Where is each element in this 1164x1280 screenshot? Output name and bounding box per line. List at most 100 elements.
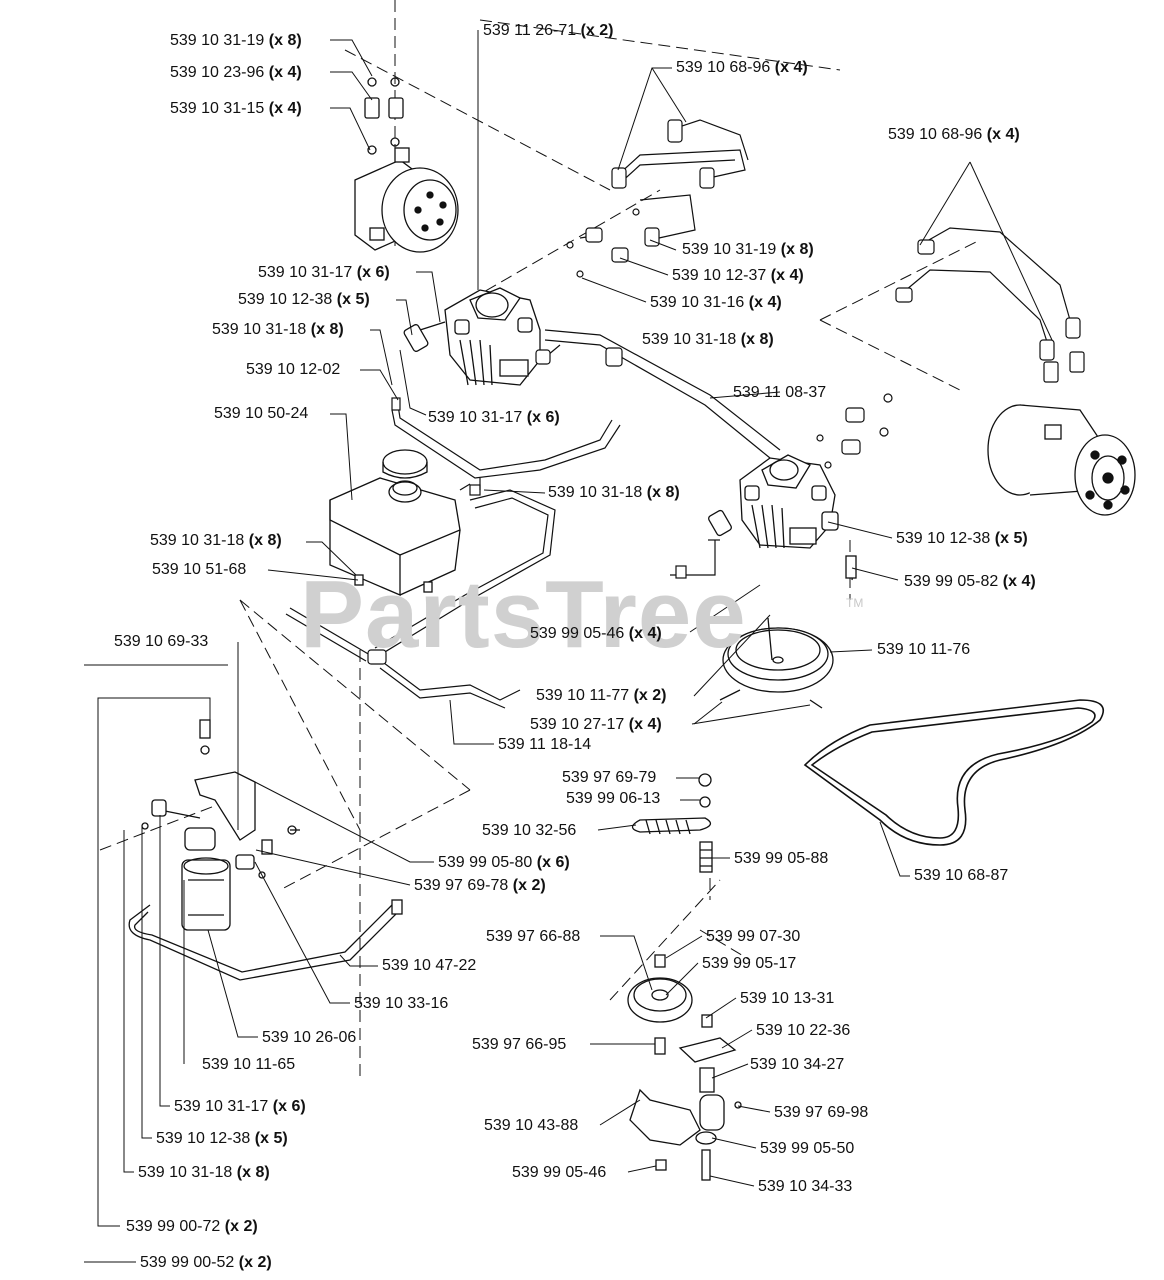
part-number: 539 10 11-77 — [536, 687, 630, 704]
part-quantity: (x 2) — [580, 22, 614, 39]
part-label[interactable]: 539 10 12-02 — [246, 361, 340, 379]
part-label[interactable]: 539 10 31-15 (x 4) — [170, 100, 302, 118]
part-number: 539 10 31-18 — [642, 331, 737, 348]
part-number: 539 97 66-88 — [486, 928, 581, 945]
part-label[interactable]: 539 10 11-76 — [877, 641, 970, 659]
part-number: 539 99 06-13 — [566, 790, 661, 807]
part-label[interactable]: 539 10 22-36 — [756, 1022, 850, 1040]
part-label[interactable]: 539 99 05-88 — [734, 850, 828, 868]
part-number: 539 10 69-33 — [114, 633, 209, 650]
part-number: 539 10 11-65 — [202, 1056, 296, 1073]
part-label[interactable]: 539 10 12-38 (x 5) — [156, 1130, 288, 1148]
part-label[interactable]: 539 10 31-17 (x 6) — [428, 409, 560, 427]
part-label[interactable]: 539 10 31-16 (x 4) — [650, 294, 782, 312]
part-number: 539 10 31-16 — [650, 294, 745, 311]
part-label[interactable]: 539 10 47-22 — [382, 957, 476, 975]
part-quantity: (x 4) — [774, 59, 808, 76]
part-quantity: (x 8) — [780, 241, 814, 258]
part-number: 539 10 50-24 — [214, 405, 309, 422]
part-number: 539 10 27-17 — [530, 716, 625, 733]
part-label[interactable]: 539 10 34-33 — [758, 1178, 852, 1196]
part-label[interactable]: 539 99 05-80 (x 6) — [438, 854, 570, 872]
part-label[interactable]: 539 97 69-98 — [774, 1104, 868, 1122]
part-label[interactable]: 539 10 34-27 — [750, 1056, 844, 1074]
part-label[interactable]: 539 10 31-18 (x 8) — [150, 532, 282, 550]
part-label[interactable]: 539 10 31-19 (x 8) — [170, 32, 302, 50]
part-label[interactable]: 539 10 51-68 — [152, 561, 246, 579]
part-quantity: (x 4) — [770, 267, 804, 284]
part-quantity: (x 5) — [254, 1130, 288, 1147]
part-label[interactable]: 539 10 23-96 (x 4) — [170, 64, 302, 82]
part-label[interactable]: 539 10 50-24 — [214, 405, 308, 423]
part-label[interactable]: 539 11 18-14 — [498, 736, 591, 754]
part-label[interactable]: 539 10 31-17 (x 6) — [174, 1098, 306, 1116]
part-label[interactable]: 539 11 26-71 (x 2) — [483, 22, 613, 40]
part-number: 539 10 31-19 — [170, 32, 265, 49]
part-number: 539 99 05-17 — [702, 955, 797, 972]
part-label[interactable]: 539 99 05-50 — [760, 1140, 854, 1158]
part-label[interactable]: 539 97 69-79 — [562, 769, 656, 787]
part-label[interactable]: 539 10 31-18 (x 8) — [138, 1164, 270, 1182]
part-label[interactable]: 539 10 12-38 (x 5) — [896, 530, 1028, 548]
filter-assembly — [128, 719, 403, 981]
part-label[interactable]: 539 10 11-77 (x 2) — [536, 687, 666, 705]
part-label[interactable]: 539 10 31-17 (x 6) — [258, 264, 390, 282]
hydraulic-pipes-top — [611, 119, 749, 247]
part-label[interactable]: 539 10 12-37 (x 4) — [672, 267, 804, 285]
part-label[interactable]: 539 10 31-18 (x 8) — [642, 331, 774, 349]
part-label[interactable]: 539 10 12-38 (x 5) — [238, 291, 370, 309]
part-number: 539 11 08-37 — [733, 384, 827, 401]
part-label[interactable]: 539 10 32-56 — [482, 822, 576, 840]
part-quantity: (x 8) — [740, 331, 774, 348]
hydraulic-pump-upper — [403, 287, 541, 386]
part-label[interactable]: 539 99 00-72 (x 2) — [126, 1218, 258, 1236]
wheel-motor-right — [987, 404, 1136, 516]
part-label[interactable]: 539 10 26-06 — [262, 1029, 356, 1047]
part-label[interactable]: 539 11 08-37 — [733, 384, 826, 402]
part-number: 539 97 69-78 — [414, 877, 509, 894]
part-label[interactable]: 539 99 00-52 (x 2) — [140, 1254, 272, 1272]
part-label[interactable]: 539 97 69-78 (x 2) — [414, 877, 546, 895]
part-label[interactable]: 539 10 31-18 (x 8) — [212, 321, 344, 339]
part-quantity: (x 6) — [356, 264, 390, 281]
part-label[interactable]: 539 99 07-30 — [706, 928, 800, 946]
part-label[interactable]: 539 10 68-87 — [914, 867, 1008, 885]
part-quantity: (x 4) — [628, 716, 662, 733]
drive-belt — [803, 699, 1105, 846]
part-label[interactable]: 539 99 05-46 (x 4) — [530, 625, 662, 643]
part-quantity: (x 4) — [1002, 573, 1036, 590]
part-label[interactable]: 539 97 66-95 — [472, 1036, 566, 1054]
leader-lines — [84, 30, 1053, 1263]
part-number: 539 10 12-38 — [896, 530, 991, 547]
part-label[interactable]: 539 99 05-17 — [702, 955, 796, 973]
part-number: 539 10 31-17 — [428, 409, 523, 426]
part-label[interactable]: 539 10 31-18 (x 8) — [548, 484, 680, 502]
part-label[interactable]: 539 10 13-31 — [740, 990, 834, 1008]
hydraulic-pipes-right — [895, 227, 1085, 383]
part-label[interactable]: 539 10 33-16 — [354, 995, 448, 1013]
part-number: 539 99 00-52 — [140, 1254, 235, 1271]
part-number: 539 10 23-96 — [170, 64, 265, 81]
part-number: 539 10 68-96 — [888, 126, 983, 143]
part-label[interactable]: 539 10 68-96 (x 4) — [676, 59, 808, 77]
part-number: 539 99 05-82 — [904, 573, 999, 590]
part-number: 539 97 69-98 — [774, 1104, 869, 1121]
part-label[interactable]: 539 10 11-65 — [202, 1056, 295, 1074]
part-label[interactable]: 539 99 05-46 — [512, 1164, 606, 1182]
part-label[interactable]: 539 10 43-88 — [484, 1117, 578, 1135]
part-number: 539 10 32-56 — [482, 822, 577, 839]
part-label[interactable]: 539 99 06-13 — [566, 790, 660, 808]
part-label[interactable]: 539 10 68-96 (x 4) — [888, 126, 1020, 144]
part-label[interactable]: 539 97 66-88 — [486, 928, 580, 946]
part-number: 539 10 31-17 — [258, 264, 353, 281]
part-number: 539 10 68-87 — [914, 867, 1009, 884]
oil-reservoir — [329, 449, 461, 596]
part-label[interactable]: 539 10 31-19 (x 8) — [682, 241, 814, 259]
part-number: 539 10 31-18 — [212, 321, 307, 338]
part-quantity: (x 8) — [248, 532, 282, 549]
part-label[interactable]: 539 10 27-17 (x 4) — [530, 716, 662, 734]
part-quantity: (x 2) — [238, 1254, 272, 1271]
part-number: 539 99 07-30 — [706, 928, 801, 945]
part-label[interactable]: 539 99 05-82 (x 4) — [904, 573, 1036, 591]
part-label[interactable]: 539 10 69-33 — [114, 633, 208, 651]
